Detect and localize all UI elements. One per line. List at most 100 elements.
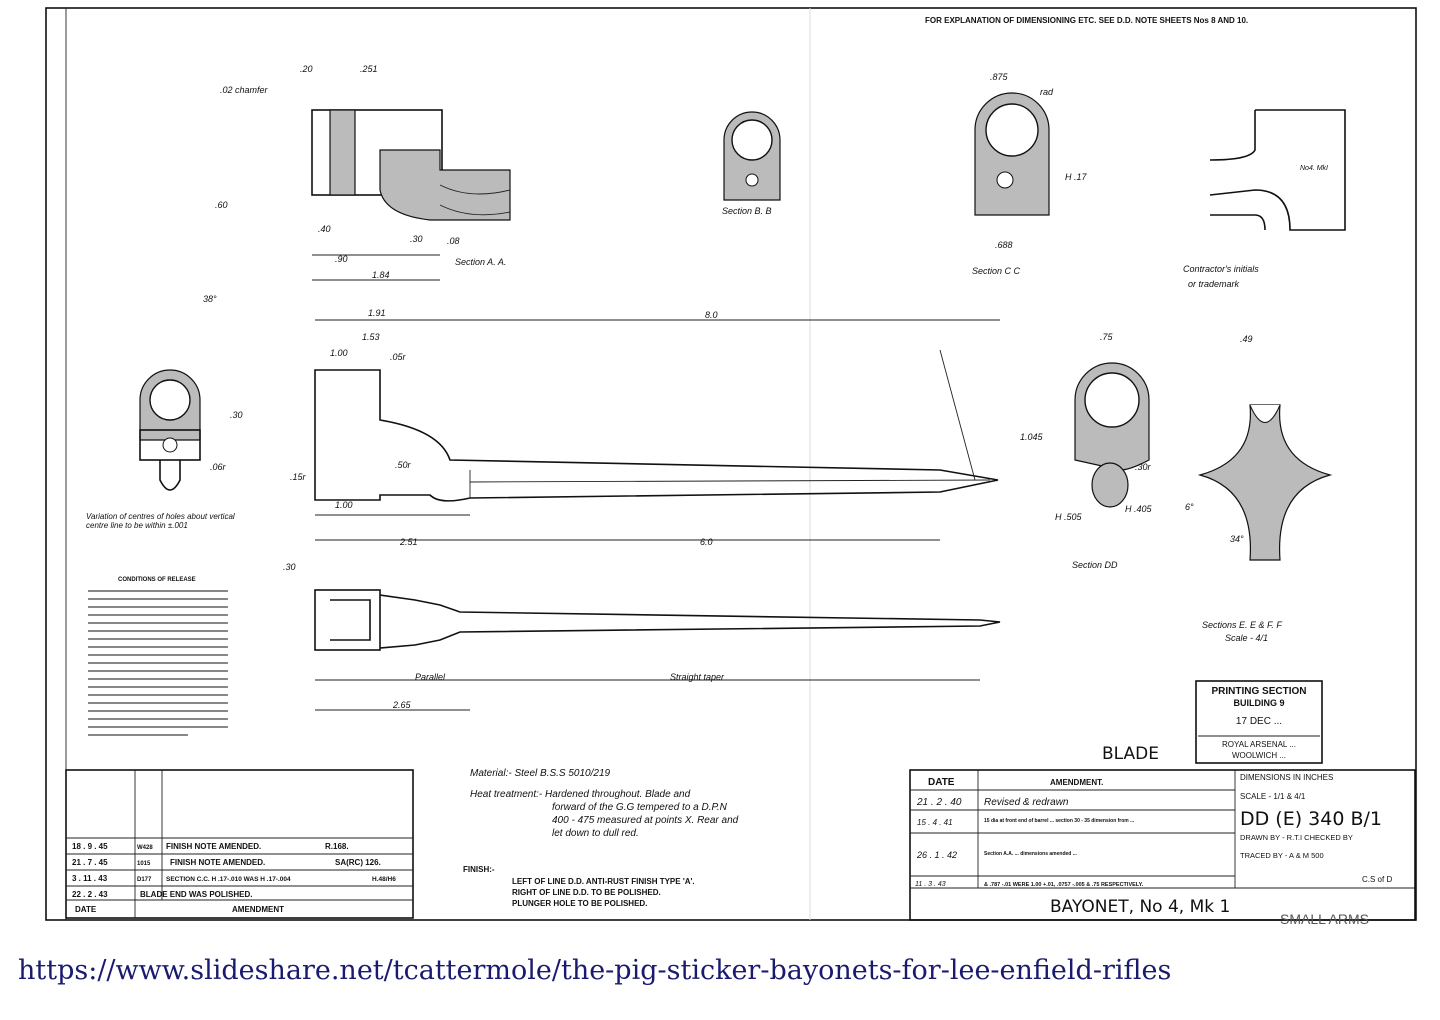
conditions-title: CONDITIONS OF RELEASE: [118, 577, 196, 583]
stamp-line5: WOOLWICH ...: [1232, 751, 1286, 760]
dimensions-d6deg: 6°: [1185, 502, 1194, 512]
left-amendments-rows-0-ref: W428: [137, 845, 153, 851]
notes-heat-2: forward of the G.G tempered to a D.P.N: [552, 802, 728, 813]
dimensions-d50r: .50r: [395, 460, 412, 470]
left-amendments-rows-0-text: FINISH NOTE AMENDED.: [166, 842, 261, 851]
right-amendments-header-amend: AMENDMENT.: [1050, 778, 1103, 787]
dimensions-d49: .49: [1240, 334, 1253, 344]
header-note: FOR EXPLANATION OF DIMENSIONING ETC. SEE…: [925, 16, 1248, 25]
dimensions-d251b: 2.51: [399, 537, 418, 547]
source-url-link[interactable]: https://www.slideshare.net/tcattermole/t…: [18, 955, 1172, 986]
stamp-line1: PRINTING SECTION: [1211, 686, 1306, 697]
left-amendments-rows-1-extra: SA(RC) 126.: [335, 858, 381, 867]
sections-ef-scale: Scale - 4/1: [1225, 633, 1268, 643]
title-block-title: BAYONET, No 4, Mk 1: [1050, 897, 1230, 917]
title-block-drawing-no: DD (E) 340 B/1: [1240, 808, 1382, 830]
dimensions-d30: .30: [283, 562, 296, 572]
section-aa-view: .02 chamfer .20 .251 .40 .90 1.84 .30 .0…: [215, 64, 511, 281]
left-amendments-header-date: DATE: [75, 905, 97, 914]
right-amendments-rows-0-text: Revised & redrawn: [984, 797, 1069, 808]
dimensions-d80: 8.0: [705, 310, 718, 320]
title-block-traced: TRACED BY - A & M 500: [1240, 851, 1324, 860]
contractor-mark-view: No4. MkI Contractor's initials or tradem…: [1183, 109, 1346, 289]
dimensions-d100: 1.00: [330, 348, 348, 358]
dimensions-d34deg: 34°: [1230, 534, 1244, 544]
notes-heat-4: let down to dull red.: [552, 828, 639, 839]
title-block-drawn: DRAWN BY - R.T.I CHECKED BY: [1240, 833, 1353, 842]
left-amendments-rows-0-extra: R.168.: [325, 842, 349, 851]
dimensions-straight-taper: Straight taper: [670, 672, 725, 682]
dimensions-d405: H .405: [1125, 504, 1153, 514]
notes-heat-3: 400 - 475 measured at points X. Rear and: [552, 815, 739, 826]
stamp-line3: 17 DEC ...: [1236, 716, 1282, 727]
dimensions-d153: 1.53: [362, 332, 380, 342]
right-amendments-rows-1-text: 15 dia at front end of barrel ... sectio…: [984, 818, 1135, 824]
dimensions-h17: H .17: [1065, 172, 1088, 182]
notes-finish-1: LEFT OF LINE D.D. ANTI-RUST FINISH TYPE …: [512, 877, 695, 886]
right-amendments-rows-3-text: & .787 -.01 WERE 1.00 +.01, .0757 -.005 …: [984, 882, 1144, 888]
dimensions-d688: .688: [995, 240, 1013, 250]
left-amendments-rows-1-date: 21 . 7 . 45: [72, 858, 108, 867]
dimensions-d90: .90: [335, 254, 348, 264]
dimensions-d875: .875: [990, 72, 1009, 82]
stamp-line2: BUILDING 9: [1233, 698, 1284, 708]
dimensions-d265: 2.65: [392, 700, 412, 710]
dimensions-d38deg: 38°: [203, 294, 217, 304]
section-cc-view: .875 rad .688 H .17 Section C C: [972, 72, 1088, 276]
left-amendments-rows-0-date: 18 . 9 . 45: [72, 842, 108, 851]
dimensions-d251: .251: [360, 64, 378, 74]
notes-finish-2: RIGHT OF LINE D.D. TO BE POLISHED.: [512, 888, 661, 897]
dimensions-d30c: .30: [230, 410, 243, 420]
dimensions-d40: .40: [318, 224, 331, 234]
notes-material: Material:- Steel B.S.S 5010/219: [470, 768, 611, 779]
title-block-signoff: C.S of D: [1362, 875, 1392, 884]
left-amendments-rows-1-text: FINISH NOTE AMENDED.: [170, 858, 265, 867]
left-amendments-rows-2-date: 3 . 11 . 43: [72, 874, 108, 883]
printing-section-stamp: PRINTING SECTION BUILDING 9 17 DEC ... R…: [1195, 680, 1323, 764]
material-notes: Material:- Steel B.S.S 5010/219 Heat tre…: [463, 768, 739, 908]
conditions-of-release: CONDITIONS OF RELEASE: [88, 577, 228, 736]
dimensions-d045: 1.045: [1020, 432, 1044, 442]
blade-plan-view: .30 Parallel Straight taper 2.65: [283, 562, 1001, 711]
notes-heat-1: Heat treatment:- Hardened throughout. Bl…: [470, 789, 691, 800]
section-bb-view: Section B. B: [722, 111, 781, 216]
notes-finish-label: FINISH:-: [463, 865, 495, 874]
left-amendments-rows-2-text: SECTION C.C. H .17-.010 WAS H .17-.004: [166, 876, 291, 883]
dimensions-rad: rad: [1040, 87, 1054, 97]
right-amendments-header-date: DATE: [928, 777, 955, 788]
right-amendments-rows-1-date: 15 . 4 . 41: [917, 818, 953, 827]
dimensions-d184: 1.84: [372, 270, 390, 280]
dimensions-d100b: 1.00: [335, 500, 353, 510]
dimensions-d75: .75: [1100, 332, 1114, 342]
sections-bb: Section B. B: [722, 206, 772, 216]
section-dd-view: .75 1.045 H .505 H .405 .30r Section DD: [1020, 332, 1153, 570]
dimensions-d15r: .15r: [290, 472, 307, 482]
dimensions-d30: .30: [410, 234, 423, 244]
sections-aa: Section A. A.: [455, 257, 506, 267]
sections-contractor2: or trademark: [1188, 279, 1240, 289]
sections-ef: Sections E. E & F. F: [1202, 620, 1282, 630]
left-amendments-rows-1-ref: 1015: [137, 861, 151, 867]
variation-note: Variation of centres of holes about vert…: [86, 512, 235, 530]
section-ef-view: .49 6° 34° Sections E. E & F. F Scale - …: [1185, 334, 1333, 643]
left-amendments-rows-3-date: 22 . 2 . 43: [72, 890, 108, 899]
right-amendments-rows-2-date: 26 . 1 . 42: [916, 850, 957, 860]
drawing-frame: [45, 7, 1417, 921]
blade-label: BLADE: [1102, 744, 1159, 764]
sections-cc: Section C C: [972, 266, 1021, 276]
sections-mark: No4. MkI: [1300, 165, 1328, 172]
dimensions-d505: H .505: [1055, 512, 1083, 522]
left-amendments-rows-2-ref: D177: [137, 877, 152, 883]
dimensions-parallel: Parallel: [415, 672, 446, 682]
left-amendment-table: 18 . 9 . 45 W428 FINISH NOTE AMENDED. R.…: [65, 769, 414, 919]
blade-elevation: 1.91 1.53 1.00 8.0 6.0 2.51 1.00 .05r .5…: [290, 308, 1000, 547]
dimensions-d05r: .05r: [390, 352, 407, 362]
dimensions-d08: .08: [447, 236, 460, 246]
right-amendments-rows-0-date: 21 . 2 . 40: [916, 797, 962, 808]
dimensions-chamfer: .02 chamfer: [220, 85, 269, 95]
left-amendments-header-amend: AMENDMENT: [232, 905, 284, 914]
title-block-stamp2: SMALL ARMS: [1280, 911, 1369, 927]
sections-dd: Section DD: [1072, 560, 1118, 570]
variation-view: 38° .30 .06r Variation of centres of hol…: [86, 294, 243, 530]
